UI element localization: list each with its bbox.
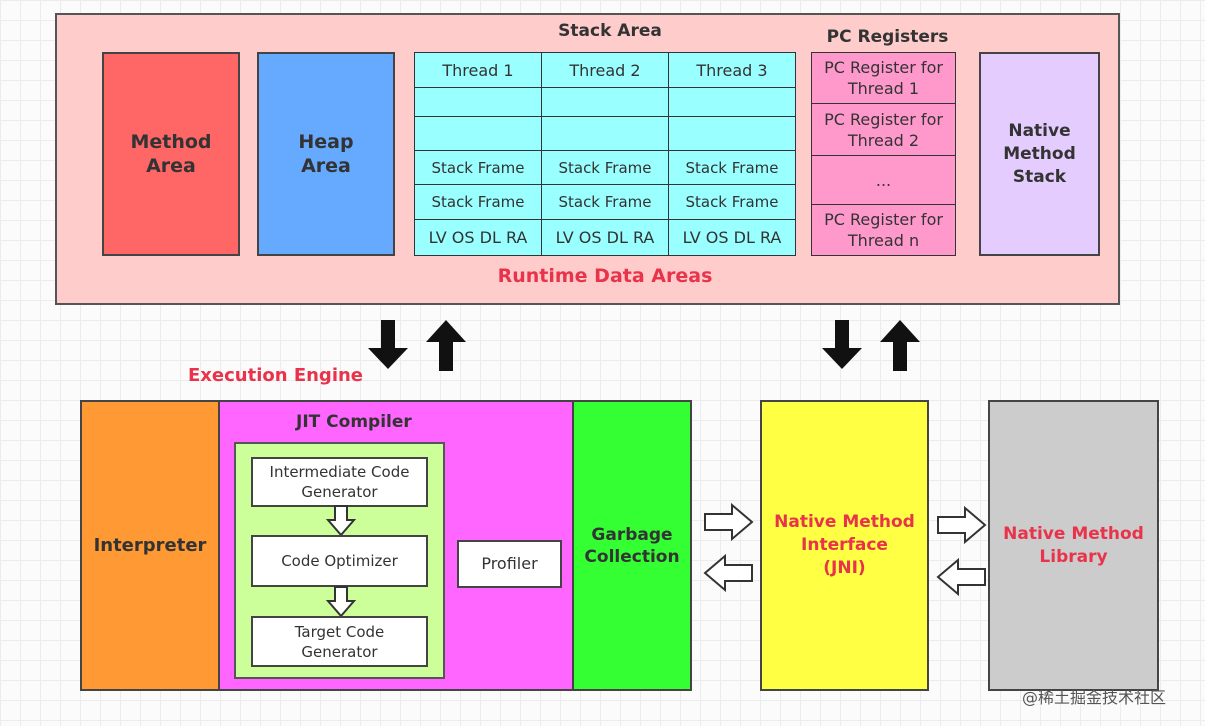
thread-1-header: Thread 1: [414, 52, 542, 88]
native-method-stack: Native Method Stack: [979, 52, 1100, 256]
pc-register-thread-1: PC Register for Thread 1: [811, 52, 956, 104]
target-code-generator: Target Code Generator: [251, 616, 428, 667]
native-method-library: Native Method Library: [988, 400, 1159, 691]
garbage-collection: Garbage Collection: [572, 400, 692, 691]
stack-frame-cell: Stack Frame: [668, 150, 796, 185]
pc-register-ellipsis: ...: [811, 155, 956, 205]
hollow-down-arrow-icon: [325, 586, 357, 618]
pc-register-label: ...: [875, 170, 892, 190]
down-arrow-icon: [368, 320, 408, 369]
stack-frame-cell: Stack Frame: [668, 184, 796, 220]
code-optimizer-label: Code Optimizer: [281, 552, 398, 570]
method-area: Method Area: [102, 52, 240, 256]
empty-cell: [414, 116, 542, 151]
hollow-right-arrow-icon: [937, 505, 987, 545]
pc-registers-title: PC Registers: [826, 27, 949, 47]
hollow-left-arrow-icon: [936, 557, 986, 597]
up-arrow-icon: [880, 320, 920, 371]
pc-register-label: PC Register for Thread 2: [824, 109, 943, 150]
method-area-label: Method Area: [130, 131, 212, 177]
stack-frame-cell: Stack Frame: [414, 184, 542, 220]
hollow-down-arrow-icon: [325, 505, 357, 537]
code-optimizer: Code Optimizer: [251, 535, 428, 587]
interpreter: Interpreter: [80, 400, 220, 691]
heap-area-label: Heap Area: [298, 131, 354, 177]
intermediate-code-generator-label: Intermediate Code Generator: [269, 463, 410, 501]
target-code-generator-label: Target Code Generator: [294, 622, 385, 661]
profiler: Profiler: [457, 540, 562, 588]
thread-3-header: Thread 3: [668, 52, 796, 88]
locals-cell: LV OS DL RA: [541, 219, 669, 256]
native-method-stack-label: Native Method Stack: [1003, 120, 1076, 187]
locals-cell: LV OS DL RA: [414, 219, 542, 256]
empty-cell: [541, 87, 669, 117]
up-arrow-icon: [426, 320, 466, 371]
empty-cell: [668, 87, 796, 117]
pc-register-thread-n: PC Register for Thread n: [811, 204, 956, 256]
pc-register-label: PC Register for Thread 1: [824, 58, 943, 98]
empty-cell: [668, 116, 796, 151]
stack-frame-cell: Stack Frame: [541, 184, 669, 220]
garbage-collection-label: Garbage Collection: [584, 524, 680, 567]
hollow-right-arrow-icon: [704, 502, 754, 542]
heap-area: Heap Area: [257, 52, 395, 256]
native-method-library-label: Native Method Library: [1003, 523, 1144, 567]
intermediate-code-generator: Intermediate Code Generator: [251, 457, 428, 507]
stack-area-title: Stack Area: [558, 21, 662, 41]
native-method-interface: Native Method Interface (JNI): [760, 400, 929, 691]
runtime-data-areas-title: Runtime Data Areas: [497, 265, 713, 287]
stack-frame-cell: Stack Frame: [414, 150, 542, 185]
jit-compiler-title: JIT Compiler: [296, 412, 412, 432]
locals-cell: LV OS DL RA: [668, 219, 796, 256]
profiler-label: Profiler: [481, 554, 538, 573]
pc-register-thread-2: PC Register for Thread 2: [811, 103, 956, 156]
stack-frame-cell: Stack Frame: [541, 150, 669, 185]
watermark: @稀土掘金技术社区: [1022, 688, 1167, 707]
pc-register-label: PC Register for Thread n: [824, 210, 943, 250]
empty-cell: [414, 87, 542, 117]
execution-engine-title: Execution Engine: [188, 365, 364, 386]
interpreter-label: Interpreter: [93, 535, 207, 556]
thread-2-header: Thread 2: [541, 52, 669, 88]
down-arrow-icon: [822, 320, 862, 369]
native-method-interface-label: Native Method Interface (JNI): [774, 512, 915, 578]
hollow-left-arrow-icon: [703, 553, 753, 593]
empty-cell: [541, 116, 669, 151]
